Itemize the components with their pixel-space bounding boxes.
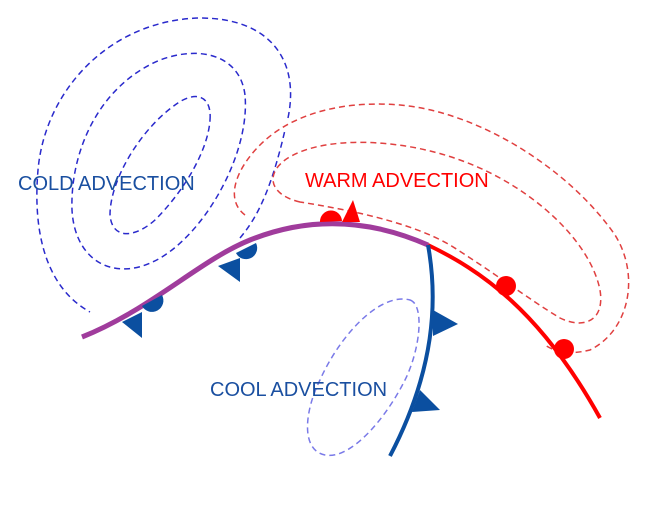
warm-front-semicircle-symbol: [554, 339, 574, 359]
warm-contour-inner: [272, 141, 602, 324]
cold-contour-outer: [36, 17, 292, 313]
cold-front-semicircle-symbol: [142, 295, 164, 312]
cold-front-triangle-symbol: [122, 312, 142, 338]
cold-front-triangle-symbol: [218, 258, 240, 282]
cold-front: [388, 244, 458, 457]
cool-advection-label: COOL ADVECTION: [210, 379, 388, 401]
warm-front: [427, 243, 602, 419]
cold-front-triangle-symbol: [412, 390, 440, 412]
cold-front-semicircle-symbol: [236, 243, 258, 260]
cold-front-triangle-symbol: [433, 310, 458, 336]
cold-advection-label: COLD ADVECTION: [18, 173, 195, 195]
occluded-front: [81, 200, 430, 340]
cold-contour-middle: [71, 52, 247, 270]
warm-front-semicircle-symbol: [496, 276, 516, 296]
cold-contour-outer-tail: [239, 129, 286, 239]
warm-advection-label: WARM ADVECTION: [305, 170, 489, 192]
warm-contour-outer: [233, 103, 630, 354]
cold-contour-inner: [109, 95, 211, 235]
warm-front-semicircle-symbol: [319, 210, 342, 222]
cool-contour: [306, 298, 420, 457]
warm-front-triangle-symbol: [342, 200, 360, 222]
